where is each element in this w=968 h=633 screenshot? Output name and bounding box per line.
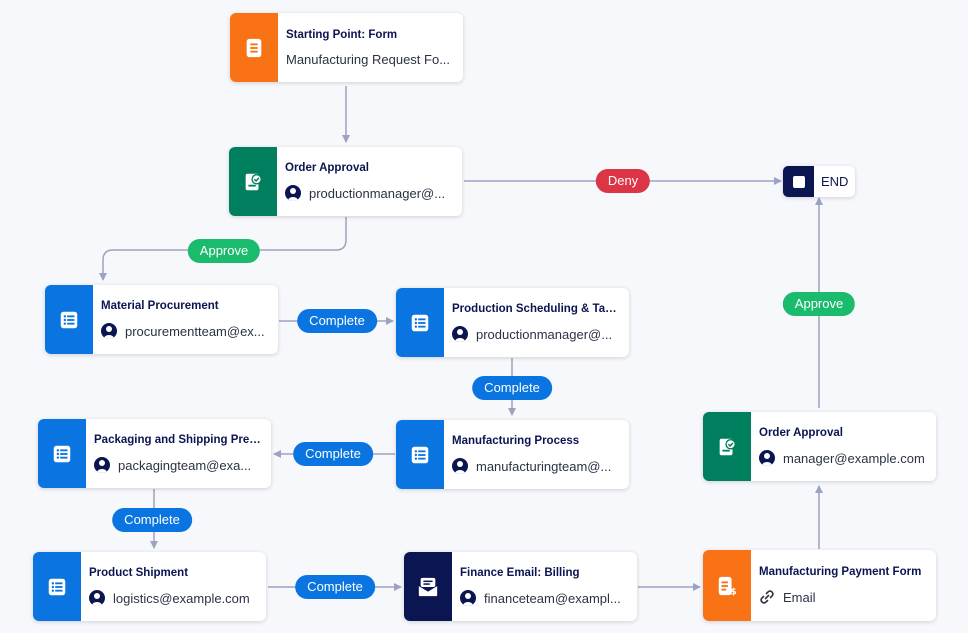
edge-label-approve-final[interactable]: Approve [782, 292, 856, 316]
user-icon [94, 457, 110, 473]
svg-text:$: $ [730, 586, 736, 597]
node-icon-panel [38, 419, 86, 488]
node-icon-panel [33, 552, 81, 621]
node-manufacturing-payment-form[interactable]: $ Manufacturing Payment Form Email [703, 550, 936, 621]
node-assignee: productionmanager@... [476, 326, 613, 342]
edge-label-approve[interactable]: Approve [187, 239, 261, 263]
node-title: Material Procurement [101, 300, 219, 312]
node-icon-panel [404, 552, 452, 621]
user-icon [285, 185, 301, 201]
node-icon-panel [703, 412, 751, 481]
node-order-approval[interactable]: Order Approval productionmanager@... [229, 147, 462, 216]
approval-icon [719, 438, 736, 455]
node-packaging-shipping[interactable]: Packaging and Shipping Prep... packaging… [38, 419, 271, 488]
node-title: Product Shipment [89, 567, 189, 579]
node-title: Manufacturing Payment Form [759, 566, 922, 578]
node-title: Order Approval [759, 427, 843, 439]
node-assignee: productionmanager@... [309, 185, 446, 201]
node-assignee: procurementteam@ex... [125, 323, 265, 339]
node-manufacturing-process[interactable]: Manufacturing Process manufacturingteam@… [396, 420, 629, 489]
edge-label-complete-scheduling[interactable]: Complete [472, 376, 552, 400]
email-icon [418, 577, 438, 596]
node-assignee: financeteam@exampl... [484, 590, 621, 606]
node-production-scheduling[interactable]: Production Scheduling & Tas... productio… [396, 288, 629, 357]
node-assignee: packagingteam@exa... [118, 457, 252, 473]
task-list-icon [411, 446, 429, 463]
edge-label-complete-packaging[interactable]: Complete [112, 508, 192, 532]
node-title: Finance Email: Billing [460, 567, 580, 579]
user-icon [759, 450, 775, 466]
node-material-procurement[interactable]: Material Procurement procurementteam@ex.… [45, 285, 278, 354]
edge-label-complete-shipment[interactable]: Complete [295, 575, 375, 599]
node-title: Order Approval [285, 162, 369, 174]
node-title: Packaging and Shipping Prep... [94, 434, 261, 446]
node-icon-panel: $ [703, 550, 751, 621]
user-icon [89, 590, 105, 606]
form-icon [246, 38, 262, 57]
node-order-approval-manager[interactable]: Order Approval manager@example.com [703, 412, 936, 481]
task-list-icon [48, 578, 66, 595]
node-assignee: manager@example.com [783, 450, 925, 466]
node-end[interactable]: END [783, 166, 855, 197]
node-product-shipment[interactable]: Product Shipment logistics@example.com [33, 552, 266, 621]
node-icon-panel [229, 147, 277, 216]
end-label: END [821, 174, 849, 189]
node-icon-panel [45, 285, 93, 354]
node-assignee: manufacturingteam@... [476, 458, 612, 474]
node-finance-email[interactable]: Finance Email: Billing financeteam@examp… [404, 552, 637, 621]
edge-label-deny[interactable]: Deny [595, 169, 651, 193]
node-starting-point-form[interactable]: Starting Point: Form Manufacturing Reque… [230, 13, 463, 82]
node-icon-panel [396, 288, 444, 357]
node-icon-panel [396, 420, 444, 489]
node-icon-panel [230, 13, 278, 82]
link-icon [760, 590, 774, 604]
node-subtitle: Email [783, 589, 816, 605]
user-icon [101, 323, 117, 339]
stop-icon [783, 166, 814, 197]
user-icon [452, 458, 468, 474]
node-assignee: logistics@example.com [113, 590, 250, 606]
task-list-icon [60, 311, 78, 328]
node-title: Manufacturing Process [452, 435, 580, 447]
node-title: Production Scheduling & Tas... [452, 303, 619, 315]
payment-form-icon: $ [718, 576, 737, 597]
edge-label-complete-manufacturing[interactable]: Complete [293, 442, 373, 466]
edge-label-complete-procurement[interactable]: Complete [297, 309, 377, 333]
approval-icon [245, 173, 262, 190]
task-list-icon [53, 445, 71, 462]
task-list-icon [411, 314, 429, 331]
node-title: Starting Point: Form [286, 28, 398, 41]
node-subtitle: Manufacturing Request Fo... [286, 51, 451, 67]
user-icon [460, 590, 476, 606]
user-icon [452, 326, 468, 342]
